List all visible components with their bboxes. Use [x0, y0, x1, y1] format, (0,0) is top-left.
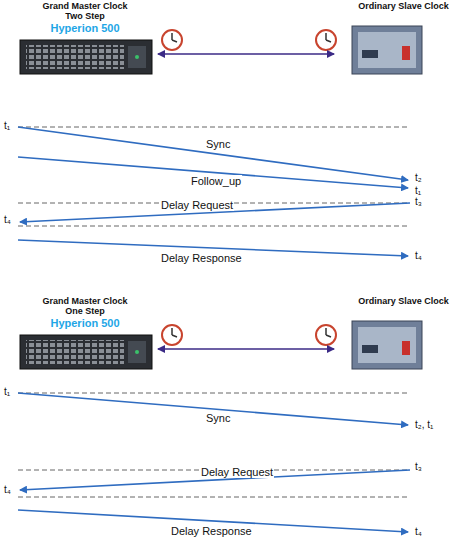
- time-label: t₄: [414, 526, 423, 537]
- network-link: [158, 53, 334, 55]
- clock-icon: [162, 325, 182, 345]
- grandmaster-device: [20, 335, 152, 369]
- device-title: Ordinary Slave Clock: [339, 2, 469, 12]
- product-name: Hyperion 500: [39, 22, 131, 34]
- time-label: t₄: [414, 250, 423, 261]
- time-label: t₂: [414, 172, 423, 183]
- product-name: Hyperion 500: [39, 317, 131, 329]
- timing-two-step: [18, 127, 410, 256]
- message-label: Sync: [205, 412, 231, 424]
- device-node: Ordinary Slave Clock: [337, 297, 470, 377]
- time-label: t₁: [414, 185, 422, 196]
- time-label: t₃: [414, 196, 423, 207]
- device-node: Grand Master Clock Two StepHyperion 500: [15, 2, 155, 82]
- slave-device: [352, 321, 422, 369]
- device-node: Grand Master Clock One StepHyperion 500: [15, 297, 155, 377]
- time-label: t₄: [3, 214, 12, 225]
- time-label: t₃: [414, 461, 423, 472]
- message-label: Delay Request: [200, 466, 274, 478]
- time-label: t₂, t₁: [414, 419, 434, 430]
- time-label: t₁: [3, 120, 11, 131]
- message-label: Delay Response: [170, 525, 253, 537]
- clock-icon: [316, 30, 336, 50]
- time-label: t₁: [3, 386, 11, 397]
- grandmaster-device: [20, 40, 152, 74]
- device-title: Ordinary Slave Clock: [339, 297, 469, 307]
- slave-device: [352, 26, 422, 74]
- message-label: Follow_up: [190, 175, 242, 187]
- timing-one-step: [18, 393, 410, 532]
- device-node: Ordinary Slave Clock: [337, 2, 470, 82]
- device-title: Grand Master Clock One Step: [39, 297, 131, 317]
- clock-icon: [162, 30, 182, 50]
- network-link: [158, 348, 334, 350]
- clock-icon: [316, 325, 336, 345]
- time-label: t₄: [3, 484, 12, 495]
- message-label: Delay Response: [160, 252, 243, 264]
- message-label: Delay Request: [160, 199, 234, 211]
- message-label: Sync: [205, 138, 231, 150]
- device-title: Grand Master Clock Two Step: [39, 2, 131, 22]
